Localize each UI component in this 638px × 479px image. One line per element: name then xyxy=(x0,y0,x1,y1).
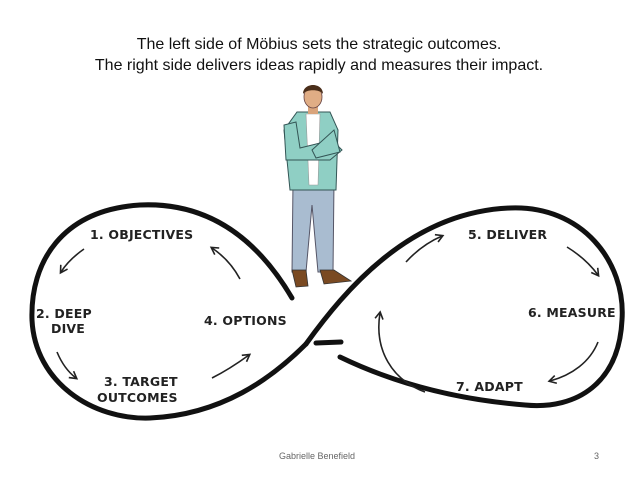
title-line-2: The right side delivers ideas rapidly an… xyxy=(94,57,544,74)
step-2-deep-line1: 2. DEEP xyxy=(36,306,92,321)
step-4-options: 4. OPTIONS xyxy=(204,313,287,328)
arrow-options-to-objectives xyxy=(209,246,241,280)
loop-dash xyxy=(313,339,344,346)
step-3-target-line2: OUTCOMES xyxy=(97,390,178,405)
footer-author: Gabrielle Benefield xyxy=(279,451,356,461)
arrow-target-to-options xyxy=(211,353,252,379)
mobius-loop-left xyxy=(29,202,309,421)
arrow-deepdive-to-target xyxy=(56,351,79,380)
arrow-adapt-to-delivery xyxy=(374,310,426,393)
arrow-measure-to-adapt xyxy=(547,341,599,385)
arrow-objectives-to-deepdive xyxy=(59,248,85,275)
step-3-target-line1: 3. TARGET xyxy=(104,374,178,389)
slide-title: The left side of Möbius sets the strateg… xyxy=(0,34,638,76)
step-2-deep-line2: DIVE xyxy=(51,321,85,336)
step-5-deliver: 5. DELIVER xyxy=(468,227,547,242)
page-number: 3 xyxy=(594,451,600,461)
arrow-to-deliver xyxy=(405,233,445,263)
title-line-1: The left side of Möbius sets the strateg… xyxy=(136,36,502,53)
step-7-adapt: 7. ADAPT xyxy=(456,379,523,394)
person-illustration xyxy=(283,85,353,288)
step-1-objectives: 1. OBJECTIVES xyxy=(90,227,193,242)
arrow-deliver-to-measure xyxy=(566,246,600,278)
step-6-measure: 6. MEASURE xyxy=(528,305,616,320)
mobius-loop-right xyxy=(303,205,625,409)
